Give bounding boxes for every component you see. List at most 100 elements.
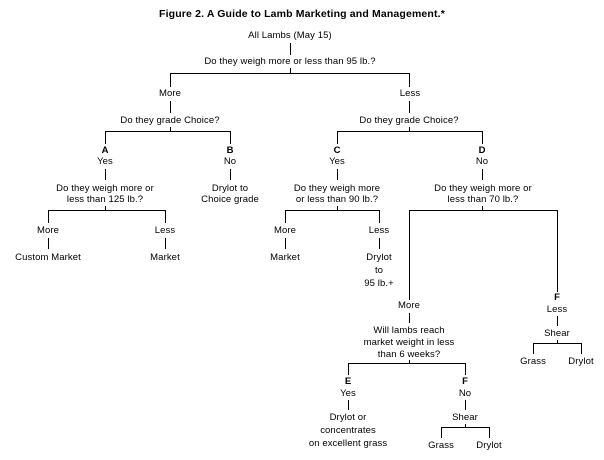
letter-e: E	[344, 376, 352, 387]
connector-d-down	[482, 169, 483, 180]
bracket-q125-right-drop	[165, 210, 166, 223]
bracket-q70-right-drop	[557, 210, 558, 292]
bracket-shear-right-left-drop	[533, 343, 534, 354]
node-question-90lb-line2: or less than 90 lb.?	[295, 194, 379, 205]
connector-more95-down	[170, 101, 171, 113]
bracket-choice-right	[337, 131, 482, 132]
bracket-q95-left-drop	[170, 73, 171, 87]
node-outcome-drylot-right: Drylot	[568, 356, 594, 367]
connector-more70-down	[409, 313, 410, 323]
node-all-lambs: All Lambs (May 15)	[248, 30, 332, 41]
node-outcome-drylot95-line3: 95 lb.+	[364, 278, 394, 289]
label-d-no: No	[475, 156, 489, 167]
label-less-125: Less	[154, 225, 176, 236]
label-more-95: More	[158, 88, 182, 99]
bracket-q90-right-drop	[379, 210, 380, 223]
node-outcome-drylot95-line2: to	[374, 265, 384, 276]
letter-c: C	[333, 145, 341, 156]
bracket-choice-right-drop-d	[482, 131, 483, 144]
connector-less125-down	[165, 238, 166, 249]
node-question-6weeks-line3: than 6 weeks?	[377, 349, 441, 360]
bracket-q70-left-drop	[409, 210, 410, 300]
label-more-125: More	[36, 225, 60, 236]
connector-e-down	[348, 400, 349, 410]
bracket-q90	[285, 210, 379, 211]
node-question-6weeks-line2: market weight in less	[363, 337, 455, 348]
connector-q90-stem	[337, 206, 338, 211]
node-outcome-e-line2: concentrates	[320, 425, 376, 436]
connector-q125-stem	[105, 206, 106, 211]
bracket-choice-right-drop-c	[337, 131, 338, 144]
bracket-q6weeks-left-drop	[348, 363, 349, 375]
letter-d: D	[478, 145, 486, 156]
label-less-90: Less	[368, 225, 390, 236]
bracket-q125-left-drop	[48, 210, 49, 223]
node-question-95lb: Do they weigh more or less than 95 lb.?	[204, 56, 376, 67]
connector-f-right-down	[557, 316, 558, 326]
letter-f-right: F	[554, 292, 560, 303]
connector-q6weeks-stem	[409, 360, 410, 364]
label-f-bottom-no: No	[458, 388, 472, 399]
connector-more125-down	[48, 238, 49, 249]
node-outcome-grass-bottom: Grass	[428, 440, 454, 451]
connector-shear-right-stem	[557, 340, 558, 344]
connector-a-down	[105, 169, 106, 180]
node-outcome-e-line1: Drylot or	[329, 412, 367, 423]
label-less-95: Less	[399, 88, 421, 99]
label-more-90: More	[273, 225, 297, 236]
bracket-shear-right-right-drop	[581, 343, 582, 354]
connector-root-to-q95	[290, 43, 291, 55]
bracket-q70	[409, 210, 557, 211]
connector-q70-stem	[482, 206, 483, 211]
node-question-choice-right: Do they grade Choice?	[359, 115, 459, 126]
label-more-70: More	[397, 300, 421, 311]
node-outcome-drylot-choice-line1: Drylot to	[211, 183, 249, 194]
node-outcome-drylot-bottom: Drylot	[476, 440, 502, 451]
connector-less90-down	[379, 238, 380, 249]
connector-f-bottom-down	[465, 400, 466, 410]
node-question-70lb-line1: Do they weigh more or	[434, 183, 532, 194]
bracket-choice-left-drop-a	[105, 131, 106, 144]
bracket-q95	[170, 73, 410, 74]
node-outcome-grass-right: Grass	[520, 356, 546, 367]
connector-q95-stem	[290, 68, 291, 74]
bracket-shear-bottom-right-drop	[489, 427, 490, 438]
label-c-yes: Yes	[329, 156, 345, 167]
figure-title: Figure 2. A Guide to Lamb Marketing and …	[159, 8, 445, 20]
node-outcome-shear-bottom: Shear	[452, 412, 478, 423]
bracket-shear-bottom	[441, 427, 489, 428]
connector-choice-left-stem	[170, 127, 171, 132]
connector-shear-bottom-stem	[465, 424, 466, 428]
bracket-q6weeks-right-drop	[465, 363, 466, 375]
node-outcome-market-125: Market	[150, 252, 180, 263]
connector-more90-down	[285, 238, 286, 249]
node-question-6weeks-line1: Will lambs reach	[373, 325, 445, 336]
node-question-125lb-line1: Do they weigh more or	[56, 183, 154, 194]
label-f-right-less: Less	[546, 304, 568, 315]
bracket-q6weeks	[348, 363, 465, 364]
label-e-yes: Yes	[340, 388, 356, 399]
letter-b: B	[226, 145, 234, 156]
bracket-shear-bottom-left-drop	[441, 427, 442, 438]
connector-choice-right-stem	[409, 127, 410, 132]
connector-less95-down	[409, 101, 410, 113]
bracket-q125	[48, 210, 165, 211]
node-outcome-market-90: Market	[270, 252, 300, 263]
node-question-choice-left: Do they grade Choice?	[120, 115, 220, 126]
connector-c-down	[337, 169, 338, 180]
node-question-90lb-line1: Do they weigh more	[293, 183, 381, 194]
label-a-yes: Yes	[97, 156, 113, 167]
letter-a: A	[101, 145, 109, 156]
bracket-shear-right	[533, 343, 581, 344]
node-outcome-shear-right: Shear	[544, 328, 570, 339]
node-outcome-e-line3: on excellent grass	[308, 438, 388, 449]
label-b-no: No	[223, 156, 237, 167]
connector-b-down	[230, 169, 231, 180]
node-question-70lb-line2: less than 70 lb.?	[447, 194, 519, 205]
node-outcome-drylot-choice-line2: Choice grade	[201, 194, 259, 205]
bracket-choice-left	[105, 131, 230, 132]
bracket-q95-right-drop	[409, 73, 410, 87]
node-question-125lb-line2: less than 125 lb.?	[66, 194, 144, 205]
bracket-choice-left-drop-b	[230, 131, 231, 144]
